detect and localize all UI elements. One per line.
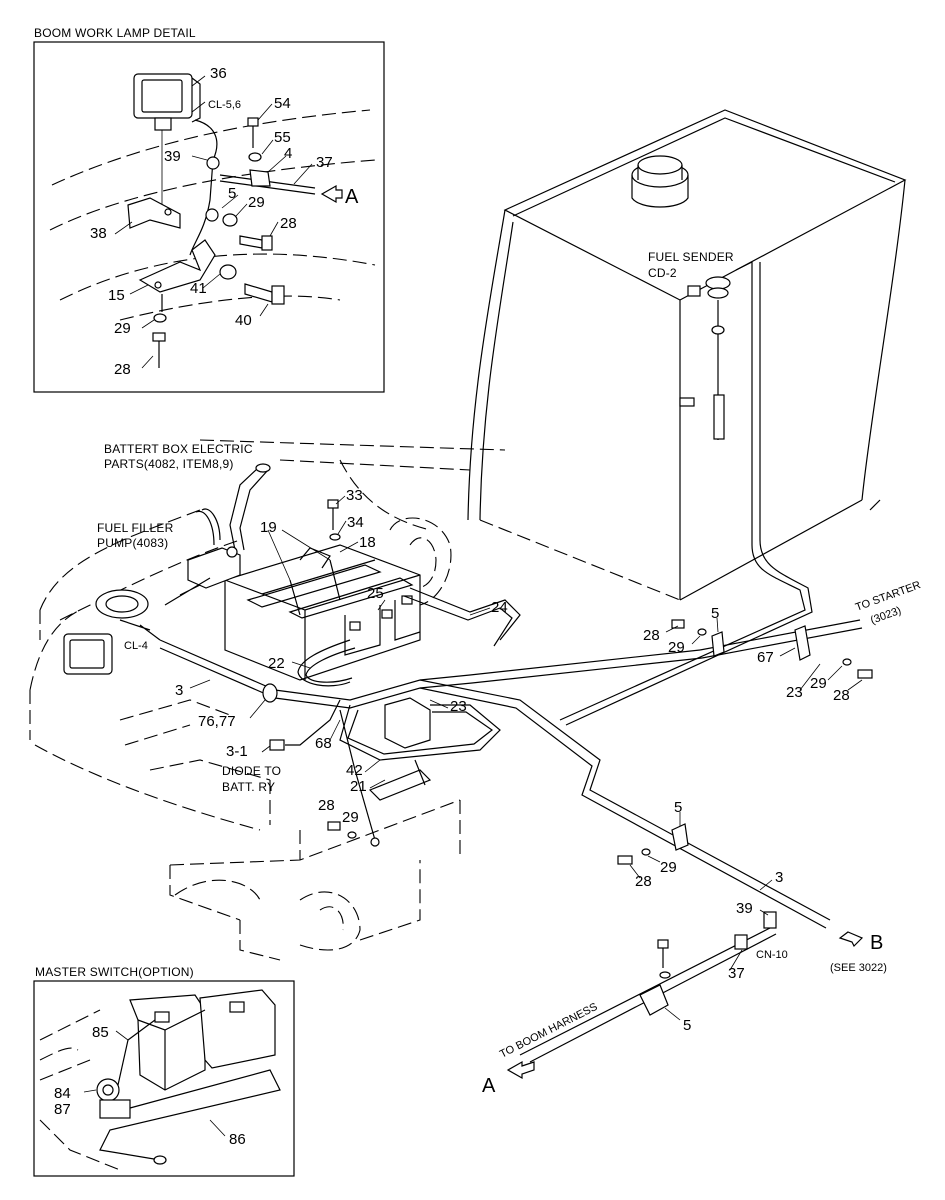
part-label-3b: 3 xyxy=(775,869,783,886)
work-lamp-icon xyxy=(133,73,201,131)
part-label-5b: 5 xyxy=(674,799,682,816)
part-label-25: 25 xyxy=(367,585,384,602)
diode-note-line2: BATT. RY xyxy=(222,780,275,794)
part-label-41: 41 xyxy=(190,280,207,297)
part-label-29: 29 xyxy=(248,194,265,211)
part-label-19: 19 xyxy=(260,519,277,536)
part-label-15: 15 xyxy=(108,287,125,304)
connector-label-cn10: CN-10 xyxy=(756,949,788,961)
battery-group xyxy=(224,499,521,687)
arrow-b-label: B xyxy=(870,932,883,954)
part-label-54: 54 xyxy=(274,95,291,112)
diode-note-line1: DIODE TO xyxy=(222,764,281,778)
fuel-filler-note-line2: PUMP(4083) xyxy=(97,536,168,550)
part-label-28d: 28 xyxy=(643,627,660,644)
part-label-3-1: 3-1 xyxy=(226,743,248,760)
part-label-37b: 37 xyxy=(728,965,745,982)
arrow-b-icon xyxy=(838,931,864,948)
part-label-5a: 5 xyxy=(711,605,719,622)
connector-label-cl56: CL-5,6 xyxy=(208,99,241,111)
part-label-22: 22 xyxy=(268,655,285,672)
main-leaders xyxy=(189,495,863,1021)
part-label-23: 23 xyxy=(450,698,467,715)
part-label-24: 24 xyxy=(491,599,508,616)
part-label-39b: 39 xyxy=(736,900,753,917)
fuel-filler-note-line1: FUEL FILLER xyxy=(97,521,174,535)
part-label-85: 85 xyxy=(92,1024,109,1041)
part-label-55: 55 xyxy=(274,129,291,146)
boom-work-lamp-detail: BOOM WORK LAMP DETAIL xyxy=(33,26,385,393)
part-label-21: 21 xyxy=(350,778,367,795)
part-label-28: 28 xyxy=(280,215,297,232)
main-harness xyxy=(63,463,873,1080)
part-label-5: 5 xyxy=(228,185,236,202)
part-label-34: 34 xyxy=(347,514,364,531)
detail-frame xyxy=(33,41,385,393)
fuel-sender-label: FUEL SENDER xyxy=(648,250,734,264)
part-label-28c: 28 xyxy=(318,797,335,814)
part-label-29d: 29 xyxy=(668,639,685,656)
part-label-86: 86 xyxy=(229,1131,246,1148)
part-label-40: 40 xyxy=(235,312,252,329)
arrow-a-main-icon xyxy=(506,1060,535,1080)
part-label-18: 18 xyxy=(359,534,376,551)
fuel-sender-connector: CD-2 xyxy=(648,266,677,280)
part-label-38: 38 xyxy=(90,225,107,242)
see-3022-note: (SEE 3022) xyxy=(830,962,887,974)
part-label-29f: 29 xyxy=(660,859,677,876)
part-label-76-77: 76,77 xyxy=(198,713,236,730)
part-label-39: 39 xyxy=(164,148,181,165)
part-label-33: 33 xyxy=(346,487,363,504)
part-label-29b: 29 xyxy=(114,320,131,337)
connector-label-cl4: CL-4 xyxy=(124,640,148,652)
part-label-5c: 5 xyxy=(683,1017,691,1034)
part-label-37: 37 xyxy=(316,154,333,171)
part-label-29e: 29 xyxy=(810,675,827,692)
part-label-4: 4 xyxy=(284,145,292,162)
detail-title: BOOM WORK LAMP DETAIL xyxy=(34,26,196,40)
part-label-28f: 28 xyxy=(635,873,652,890)
part-label-29c: 29 xyxy=(342,809,359,826)
arrow-a-label: A xyxy=(345,186,359,208)
master-switch-detail: MASTER SWITCH(OPTION) 85 84 87 86 xyxy=(33,965,295,1177)
battery-box-note-line1: BATTERT BOX ELECTRIC xyxy=(104,442,253,456)
part-label-67: 67 xyxy=(757,649,774,666)
part-label-28b: 28 xyxy=(114,361,131,378)
part-label-42: 42 xyxy=(346,762,363,779)
part-label-28e: 28 xyxy=(833,687,850,704)
fuel-tank: FUEL SENDER CD-2 xyxy=(467,109,907,726)
part-label-36: 36 xyxy=(210,65,227,82)
part-label-87: 87 xyxy=(54,1101,71,1118)
part-label-68: 68 xyxy=(315,735,332,752)
part-label-3: 3 xyxy=(175,682,183,699)
arrow-a-icon xyxy=(320,184,343,204)
part-label-84: 84 xyxy=(54,1085,71,1102)
machine-body-outline xyxy=(29,439,506,961)
arrow-a-main-label: A xyxy=(482,1075,496,1097)
part-label-23b: 23 xyxy=(786,684,803,701)
master-switch-frame xyxy=(33,980,295,1177)
master-switch-title: MASTER SWITCH(OPTION) xyxy=(35,965,194,979)
battery-box-note-line2: PARTS(4082, ITEM8,9) xyxy=(104,457,234,471)
